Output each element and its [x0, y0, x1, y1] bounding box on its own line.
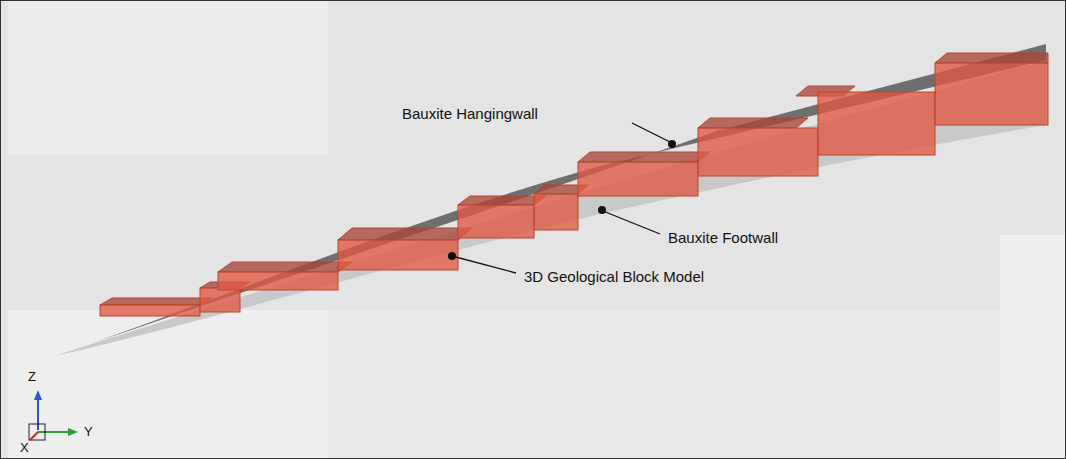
background-panel: [8, 310, 328, 459]
background-panel: [8, 0, 328, 155]
footwall-surface: [55, 60, 1046, 356]
axis-label: X: [20, 441, 29, 454]
surface-label: Bauxite Hangingwall: [402, 106, 538, 121]
axis-label: Z: [28, 370, 36, 383]
axis-triad: [29, 390, 78, 440]
background-panel: [328, 310, 1000, 459]
leader-lines: [452, 123, 672, 273]
model-label: 3D Geological Block Model: [524, 269, 704, 284]
background-panel: [1000, 235, 1066, 459]
hangingwall-surface: [55, 44, 1046, 356]
surface-label: Bauxite Footwall: [668, 230, 778, 245]
geological-blocks: [100, 53, 1048, 316]
axis-label: Y: [84, 425, 93, 438]
leader-dots: [448, 140, 676, 260]
